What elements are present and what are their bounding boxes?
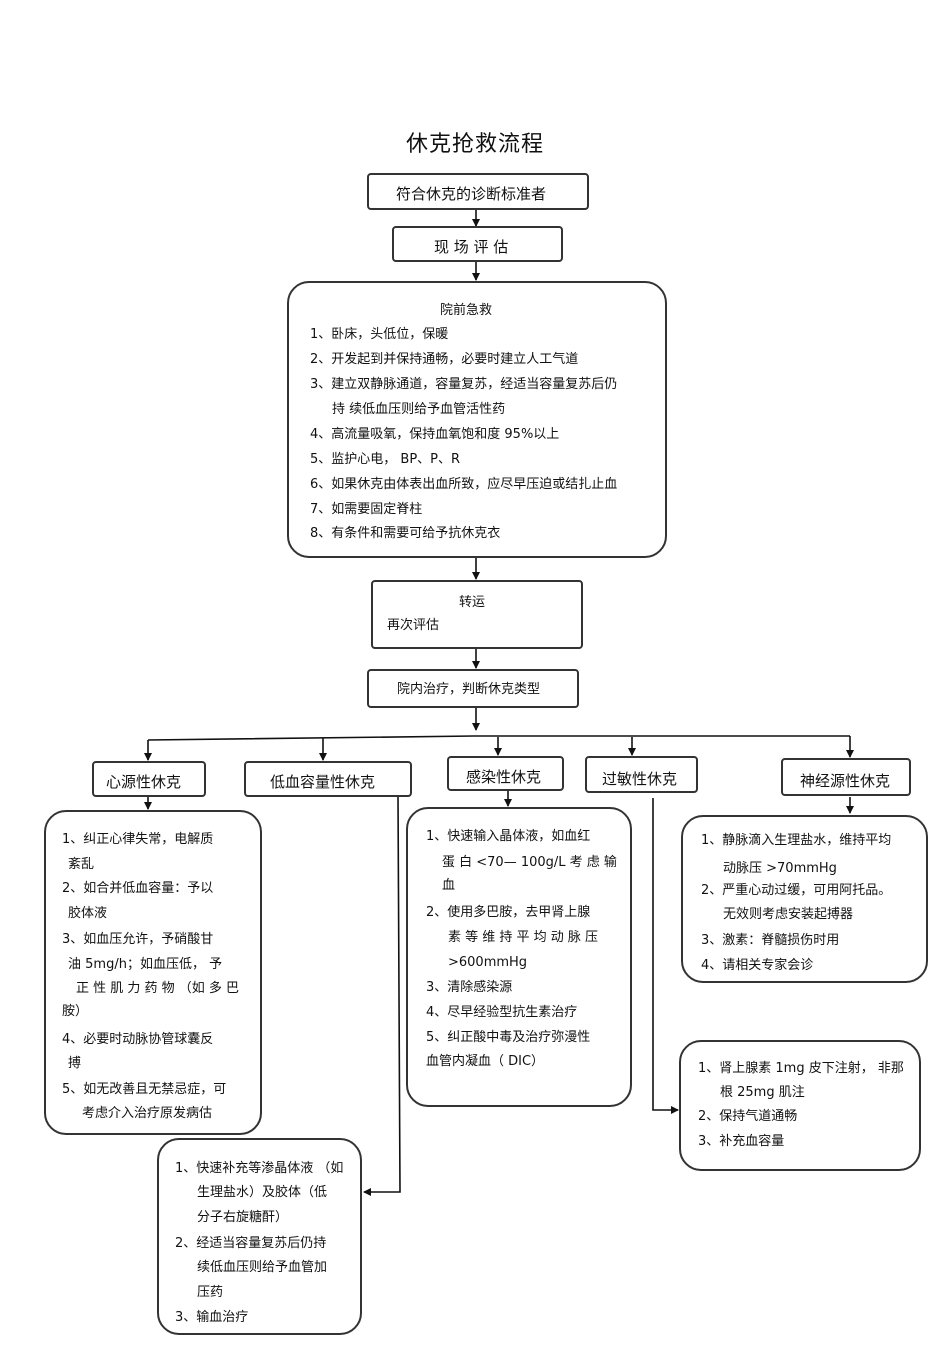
cardiogenic-item: 4、必要时动脉协管球囊反 <box>62 1032 214 1047</box>
neurogenic-label: 神经源性休克 <box>800 772 891 790</box>
septic-item: 血 <box>442 878 456 893</box>
septic-item: 2、使用多巴胺，去甲肾上腺 <box>426 905 591 920</box>
hypovolemic-item: 2、经适当容量复苏后仍持 <box>175 1236 327 1251</box>
septic-item: 血管内凝血（ DIC） <box>426 1054 545 1069</box>
hypovolemic-item: 1、快速补充等渗晶体液 （如 <box>175 1161 344 1176</box>
cardiogenic-treatment-box: 1、纠正心律失常，电解质 紊乱 2、如合并低血容量：予以 胶体液 3、如血压允许… <box>44 810 262 1135</box>
septic-item: 4、尽早经验型抗生素治疗 <box>426 1005 578 1020</box>
neurogenic-item: 3、激素：脊髓损伤时用 <box>701 933 840 948</box>
prehospital-item: 7、如需要固定脊柱 <box>310 502 423 517</box>
page-title: 休克抢救流程 <box>405 132 544 157</box>
arrow-anaphylactic-to-box <box>652 798 679 1114</box>
septic-item: 蛋 白 <70— 100g/L 考 虑 输 <box>442 855 617 870</box>
septic-item: >600mmHg <box>448 955 528 970</box>
hypovolemic-item: 生理盐水）及胶体（低 <box>197 1185 328 1200</box>
hypovolemic-item: 续低血压则给予血管加 <box>197 1260 328 1275</box>
septic-label: 感染性休克 <box>466 768 542 786</box>
cardiogenic-item: 紊乱 <box>68 857 95 872</box>
prehospital-box: 院前急救 1、卧床，头低位，保暖 2、开发起到并保持通畅，必要时建立人工气道 3… <box>287 281 667 558</box>
septic-label-box: 感染性休克 <box>447 756 564 791</box>
hypovolemic-label: 低血容量性休克 <box>270 773 376 791</box>
anaphylactic-item: 根 25mg 肌注 <box>720 1085 805 1100</box>
assessment-label: 现 场 评 估 <box>434 238 509 256</box>
prehospital-item: 3、建立双静脉通道，容量复苏，经适当容量复苏后仍 <box>310 377 618 392</box>
arrow-hypovolemic-to-box <box>363 795 401 1196</box>
anaphylactic-item: 1、肾上腺素 1mg 皮下注射， 非那 <box>698 1061 904 1076</box>
prehospital-item: 2、开发起到并保持通畅，必要时建立人工气道 <box>310 352 579 367</box>
transport-box: 转运 再次评估 <box>371 580 583 649</box>
neurogenic-item: 4、请相关专家会诊 <box>701 958 814 973</box>
inhospital-label: 院内治疗，判断休克类型 <box>397 682 541 697</box>
anaphylactic-label-box: 过敏性休克 <box>585 756 698 793</box>
transport-heading: 转运 <box>459 595 486 610</box>
anaphylactic-treatment-box: 1、肾上腺素 1mg 皮下注射， 非那 根 25mg 肌注 2、保持气道通畅 3… <box>679 1040 921 1171</box>
hypovolemic-item: 压药 <box>197 1285 224 1300</box>
hypovolemic-item: 3、输血治疗 <box>175 1310 249 1325</box>
cardiogenic-item: 1、纠正心律失常，电解质 <box>62 832 214 847</box>
cardiogenic-item: 3、如血压允许，予硝酸甘 <box>62 932 214 947</box>
cardiogenic-item: 油 5mg/h；如血压低， 予 <box>68 957 223 972</box>
prehospital-item: 6、如果休克由体表出血所致，应尽早压迫或结扎止血 <box>310 477 618 492</box>
anaphylactic-item: 3、补充血容量 <box>698 1134 785 1149</box>
septic-treatment-box: 1、快速输入晶体液，如血红 蛋 白 <70— 100g/L 考 虑 输 血 2、… <box>406 807 632 1107</box>
transport-subtext: 再次评估 <box>387 618 440 633</box>
neurogenic-treatment-box: 1、静脉滴入生理盐水，维持平均 动脉压 >70mmHg 2、严重心动过缓，可用阿… <box>681 815 928 983</box>
anaphylactic-item: 2、保持气道通畅 <box>698 1109 798 1124</box>
diagnosis-label: 符合休克的诊断标准者 <box>396 185 547 203</box>
neurogenic-item: 1、静脉滴入生理盐水，维持平均 <box>701 833 892 848</box>
septic-item: 素 等 维 持 平 均 动 脉 压 <box>448 930 599 945</box>
prehospital-heading: 院前急救 <box>440 303 493 318</box>
neurogenic-item: 无效则考虑安装起搏器 <box>723 907 854 922</box>
cardiogenic-item: 正 性 肌 力 药 物 （如 多 巴 <box>76 981 240 996</box>
hypovolemic-treatment-box: 1、快速补充等渗晶体液 （如 生理盐水）及胶体（低 分子右旋糖酐） 2、经适当容… <box>157 1138 362 1335</box>
prehospital-item: 持 续低血压则给予血管活性药 <box>332 402 506 417</box>
cardiogenic-label: 心源性休克 <box>106 773 182 791</box>
cardiogenic-label-box: 心源性休克 <box>92 761 206 797</box>
neurogenic-item: 2、严重心动过缓，可用阿托品。 <box>701 883 892 898</box>
assessment-box: 现 场 评 估 <box>392 226 563 262</box>
prehospital-item: 1、卧床，头低位，保暖 <box>310 327 449 342</box>
hypovolemic-item: 分子右旋糖酐） <box>197 1210 289 1225</box>
cardiogenic-item: 搏 <box>68 1056 82 1071</box>
septic-item: 1、快速输入晶体液，如血红 <box>426 829 591 844</box>
septic-item: 5、纠正酸中毒及治疗弥漫性 <box>426 1030 591 1045</box>
anaphylactic-label: 过敏性休克 <box>602 770 678 788</box>
cardiogenic-item: 考虑介入治疗原发病估 <box>82 1106 213 1121</box>
cardiogenic-item: 2、如合并低血容量：予以 <box>62 881 214 896</box>
cardiogenic-item: 胺） <box>62 1004 89 1019</box>
prehospital-item: 5、监护心电， BP、P、R <box>310 452 461 467</box>
cardiogenic-item: 5、如无改善且无禁忌症，可 <box>62 1082 227 1097</box>
septic-item: 3、清除感染源 <box>426 980 513 995</box>
neurogenic-item: 动脉压 >70mmHg <box>723 861 837 876</box>
diagnosis-box: 符合休克的诊断标准者 <box>367 173 589 210</box>
branch-bar <box>147 735 850 741</box>
hypovolemic-label-box: 低血容量性休克 <box>244 761 412 797</box>
cardiogenic-item: 胶体液 <box>68 906 108 921</box>
neurogenic-label-box: 神经源性休克 <box>781 758 911 796</box>
inhospital-box: 院内治疗，判断休克类型 <box>367 669 579 708</box>
prehospital-item: 8、有条件和需要可给予抗休克衣 <box>310 526 501 541</box>
prehospital-item: 4、高流量吸氧，保持血氧饱和度 95%以上 <box>310 427 560 442</box>
